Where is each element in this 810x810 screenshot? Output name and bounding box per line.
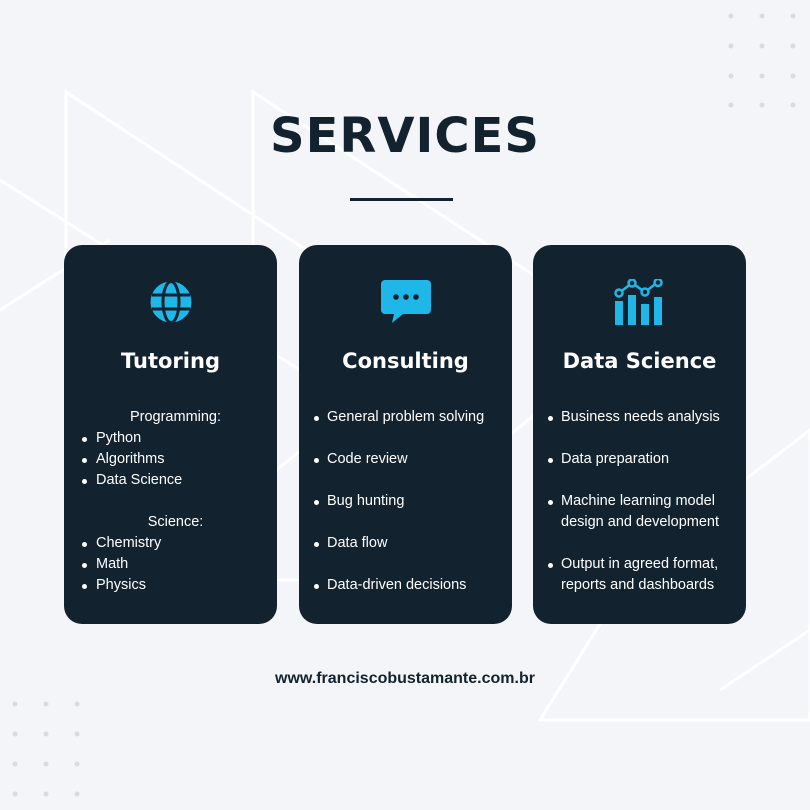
programming-list: Python Algorithms Data Science [80, 428, 271, 491]
chat-bubble-icon [299, 277, 512, 327]
list-item: Machine learning model design and develo… [547, 491, 740, 533]
title-divider [350, 198, 453, 201]
list-item: Physics [80, 575, 271, 596]
tutoring-card: Tutoring Programming: Python Algorithms … [64, 245, 277, 624]
data-science-list: Business needs analysis Data preparation… [547, 407, 740, 617]
list-item: Python [80, 428, 271, 449]
data-science-card: Data Science Business needs analysis Dat… [533, 245, 746, 624]
list-item: Business needs analysis [547, 407, 740, 428]
dot-grid-top-right [728, 13, 796, 108]
card-title-data-science: Data Science [562, 349, 717, 373]
list-item: Math [80, 554, 271, 575]
website-link[interactable]: www.franciscobustamante.com.br [275, 670, 535, 687]
list-item: Data Science [80, 470, 271, 491]
consulting-list: General problem solving Code review Bug … [313, 407, 506, 617]
science-list: Chemistry Math Physics [80, 533, 271, 596]
dot-grid-bottom-left [12, 701, 80, 797]
list-item: Code review [313, 449, 506, 470]
tutoring-content: Programming: Python Algorithms Data Scie… [80, 407, 271, 617]
list-item: General problem solving [313, 407, 506, 428]
list-item: Output in agreed format, reports and das… [547, 554, 740, 596]
page-title: SERVICES [270, 108, 540, 164]
group-heading-programming: Programming: [129, 409, 222, 425]
list-item: Data-driven decisions [313, 575, 506, 596]
list-item: Algorithms [80, 449, 271, 470]
list-item: Bug hunting [313, 491, 506, 512]
list-item: Chemistry [80, 533, 271, 554]
globe-icon [64, 277, 277, 327]
bar-chart-icon [533, 277, 746, 327]
list-item: Data preparation [547, 449, 740, 470]
consulting-card: Consulting General problem solving Code … [299, 245, 512, 624]
card-title-consulting: Consulting [342, 349, 469, 373]
card-title-tutoring: Tutoring [121, 349, 220, 373]
list-item: Data flow [313, 533, 506, 554]
group-heading-science: Science: [147, 514, 204, 530]
